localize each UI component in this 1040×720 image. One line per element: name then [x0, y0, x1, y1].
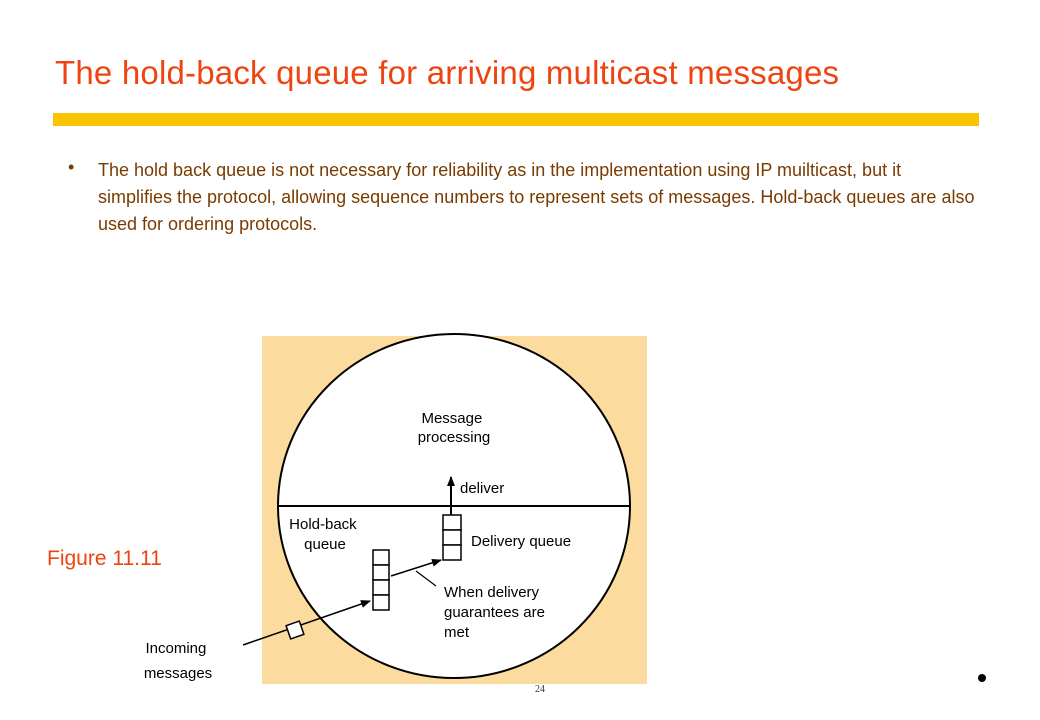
- delivery-queue-slot: [442, 544, 462, 561]
- corner-dot: [978, 674, 986, 682]
- hold-back-queue-slot: [372, 594, 390, 611]
- bullet-icon: •: [68, 157, 75, 177]
- hold-back-queue-slot: [372, 564, 390, 581]
- delivery-queue-stack: [442, 514, 462, 561]
- hold-back-queue-diagram: Message processing deliver Delivery queu…: [120, 330, 660, 690]
- message-processing-line1: Message: [421, 410, 482, 427]
- hold-back-queue-stack: [372, 549, 390, 611]
- hold-back-line2: queue: [304, 536, 346, 553]
- incoming-line2: messages: [144, 665, 212, 682]
- condition-line3: met: [444, 624, 470, 641]
- bullet-text: The hold back queue is not necessary for…: [98, 160, 975, 234]
- title-underline: [53, 113, 979, 126]
- condition-line2: guarantees are: [444, 604, 545, 621]
- deliver-label: deliver: [460, 480, 504, 497]
- hold-back-line1: Hold-back: [289, 516, 357, 533]
- delivery-condition-label: When delivery guarantees are met: [444, 584, 549, 641]
- figure-label: Figure 11.11: [47, 547, 162, 570]
- message-processing-label: Message processing: [418, 410, 491, 446]
- delivery-queue-slot: [442, 514, 462, 531]
- hold-back-queue-slot: [372, 549, 390, 566]
- diagram-svg: Message processing deliver Delivery queu…: [144, 333, 647, 684]
- hold-back-queue-slot: [372, 579, 390, 596]
- page-number: 24: [535, 684, 545, 695]
- delivery-queue-slot: [442, 529, 462, 546]
- hold-back-queue-label: Hold-back queue: [289, 516, 361, 553]
- incoming-message-box: [285, 620, 305, 640]
- transfer-arrow: [390, 558, 442, 577]
- delivery-queue-label: Delivery queue: [471, 533, 571, 550]
- incoming-line1: Incoming: [145, 640, 206, 657]
- condition-line1: When delivery: [444, 584, 540, 601]
- message-processing-line2: processing: [418, 429, 491, 446]
- incoming-messages-label: Incoming messages: [144, 640, 212, 682]
- incoming-arrow: [242, 600, 371, 646]
- slide-title: The hold-back queue for arriving multica…: [55, 54, 840, 91]
- condition-pointer-line: [415, 570, 437, 587]
